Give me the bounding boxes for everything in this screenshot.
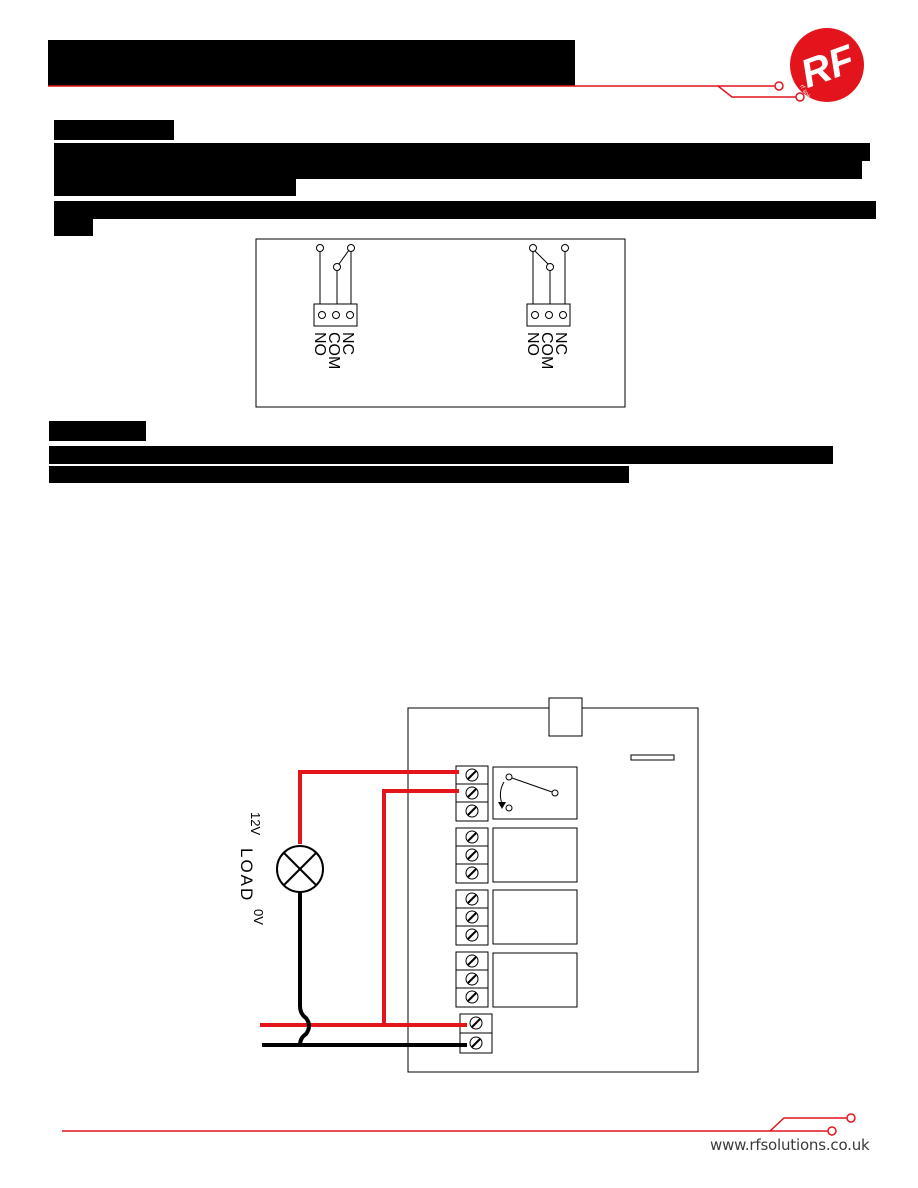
section2-heading-redacted bbox=[49, 421, 146, 441]
section1-line4-redacted bbox=[54, 201, 876, 219]
footer-circuit-line bbox=[62, 1113, 856, 1136]
relay-left-label-no: NO bbox=[311, 332, 328, 356]
relay-contact-diagram: NO COM NC NO COM NC bbox=[255, 238, 626, 408]
header-circuit-line bbox=[48, 81, 805, 102]
rf-logo: RF rf solutions bbox=[790, 28, 864, 104]
terminal-block-3 bbox=[455, 889, 578, 946]
wiring-diagram: 12V LOAD 0V bbox=[240, 697, 699, 1073]
section1-line5-redacted bbox=[54, 219, 93, 236]
wire-load-ground bbox=[298, 892, 311, 1046]
footer-website-url[interactable]: www.rfsolutions.co.uk bbox=[710, 1136, 870, 1154]
lamp-load-icon bbox=[276, 845, 324, 893]
power-terminal-block bbox=[459, 1013, 493, 1054]
section1-line1-redacted bbox=[54, 143, 870, 161]
label-0v: 0V bbox=[251, 909, 266, 925]
header-title-redacted bbox=[48, 40, 575, 86]
terminal-block-1 bbox=[455, 765, 578, 822]
relay-right: NO COM NC bbox=[524, 244, 571, 369]
section2-line1-redacted bbox=[49, 446, 833, 464]
section1-line2-redacted bbox=[54, 161, 862, 179]
relay-left-label-com: COM bbox=[325, 332, 342, 369]
board-component bbox=[630, 754, 675, 761]
wire-com-to-supply bbox=[382, 789, 459, 1023]
label-12v: 12V bbox=[248, 812, 263, 835]
relay-left: NO COM NC bbox=[311, 244, 358, 369]
terminal-block-2 bbox=[455, 827, 578, 884]
relay-right-label-nc: NC bbox=[552, 332, 569, 355]
section1-line3-redacted bbox=[54, 179, 296, 196]
relay-right-label-com: COM bbox=[538, 332, 555, 369]
label-load: LOAD bbox=[240, 848, 256, 902]
wire-load-positive bbox=[298, 770, 459, 844]
relay-left-label-nc: NC bbox=[339, 332, 356, 355]
section1-heading-redacted bbox=[54, 120, 174, 140]
relay-right-label-no: NO bbox=[524, 332, 541, 356]
section2-line2-redacted bbox=[49, 466, 629, 483]
terminal-block-4 bbox=[455, 951, 578, 1008]
board-connector bbox=[548, 697, 583, 737]
